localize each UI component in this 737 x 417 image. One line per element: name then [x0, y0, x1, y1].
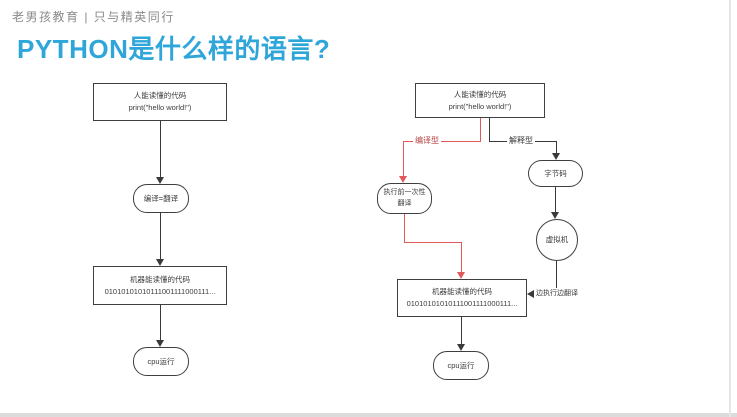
arrow-down-icon	[457, 272, 465, 279]
flow-line-red	[403, 141, 405, 176]
flow-line	[556, 141, 558, 153]
node-label: 01010101010111001111000111...	[104, 286, 216, 296]
arrow-down-icon	[457, 344, 465, 351]
arrow-down-icon	[156, 340, 164, 347]
node-label: 机器能读懂的代码	[130, 274, 190, 284]
right-cpu-node: cpu运行	[433, 351, 489, 380]
node-label: 编译=翻译	[143, 193, 179, 203]
right-machine-code-node: 机器能读懂的代码 01010101010111001111000111...	[397, 279, 527, 317]
node-label: 虚拟机	[545, 235, 569, 245]
node-label: 01010101010111001111000111...	[406, 299, 518, 308]
arrow-down-icon	[156, 259, 164, 266]
right-source-code-node: 人能读懂的代码 print("hello world!")	[415, 83, 545, 118]
bytecode-node: 字节码	[528, 160, 583, 187]
node-label: 机器能读懂的代码	[432, 287, 492, 297]
node-label: print("hello world!")	[448, 101, 512, 111]
pretranslate-node: 执行前一次性 翻译	[377, 183, 432, 214]
flow-line-red	[404, 214, 406, 243]
node-label: 执行前一次性	[383, 188, 426, 196]
arrow-left-icon	[527, 290, 534, 298]
left-source-code-node: 人能读懂的代码 print("hello world!")	[93, 83, 227, 121]
flow-line-red	[461, 242, 463, 272]
edge-label-runtime-translate: 边执行边翻译	[534, 288, 580, 298]
flow-line-red	[403, 141, 481, 143]
page-title: PYTHON是什么样的语言?	[17, 34, 331, 64]
node-label: 人能读懂的代码	[453, 89, 507, 99]
arrow-down-icon	[156, 177, 164, 184]
slide-right-edge	[729, 0, 731, 417]
node-label: 翻译	[397, 199, 412, 207]
flow-line	[489, 118, 491, 142]
node-label: cpu运行	[147, 356, 175, 366]
left-machine-code-node: 机器能读懂的代码 01010101010111001111000111...	[93, 266, 227, 305]
node-label: 字节码	[544, 168, 567, 178]
flow-line	[160, 213, 162, 259]
edge-label-compiled: 编译型	[413, 135, 441, 146]
node-label: print("hello world!")	[128, 103, 192, 112]
flow-line-red	[480, 118, 482, 142]
flow-line	[160, 121, 162, 177]
left-cpu-node: cpu运行	[133, 347, 189, 376]
flow-line	[160, 305, 162, 340]
arrow-down-icon	[399, 176, 407, 183]
vm-node: 虚拟机	[536, 219, 578, 261]
flow-line	[556, 261, 558, 295]
edge-label-interpreted: 解释型	[507, 135, 535, 146]
left-compile-node: 编译=翻译	[133, 184, 189, 213]
flow-line-red	[404, 242, 462, 244]
flow-line	[461, 317, 463, 344]
arrow-down-icon	[552, 153, 560, 160]
node-label: 人能读懂的代码	[133, 91, 187, 101]
brand-text: 老男孩教育 | 只与精英同行	[12, 10, 175, 24]
arrow-down-icon	[551, 212, 559, 219]
slide-bottom-edge	[0, 413, 737, 417]
flow-line	[555, 187, 557, 212]
node-label: cpu运行	[447, 360, 475, 370]
